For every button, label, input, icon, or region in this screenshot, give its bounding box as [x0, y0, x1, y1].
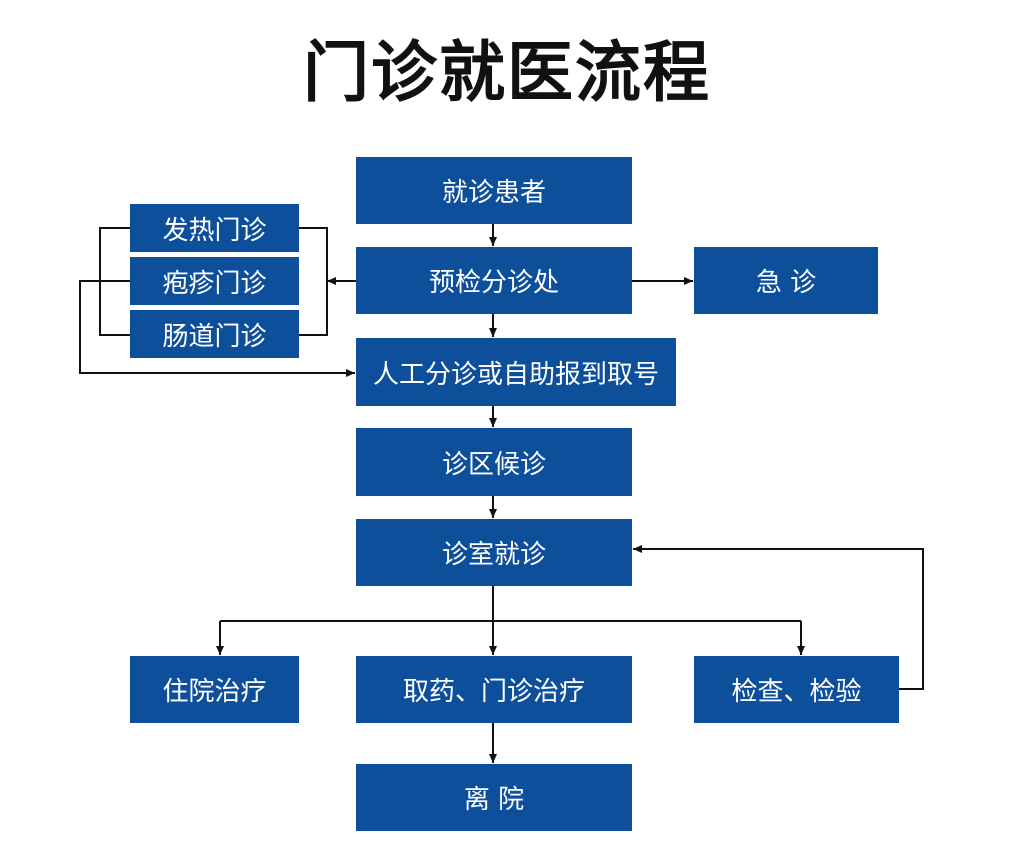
node-medicine: 取药、门诊治疗: [356, 656, 632, 723]
node-waiting: 诊区候诊: [356, 428, 632, 496]
bracket-right-clinics: [299, 227, 328, 336]
node-consult: 诊室就诊: [356, 519, 632, 586]
arrow-rash-to-register: [79, 280, 355, 377]
node-register: 人工分诊或自助报到取号: [356, 338, 676, 406]
node-inpatient: 住院治疗: [130, 656, 299, 723]
page-title: 门诊就医流程: [303, 34, 711, 111]
node-emergency: 急 诊: [694, 247, 878, 314]
node-patient: 就诊患者: [356, 157, 632, 224]
arrow-exam-to-consult: [633, 545, 924, 690]
node-leave: 离 院: [356, 764, 632, 831]
node-triage: 预检分诊处: [356, 247, 632, 314]
node-fever-clinic: 发热门诊: [130, 204, 299, 252]
node-intestinal-clinic: 肠道门诊: [130, 310, 299, 358]
node-exam: 检查、检验: [694, 656, 899, 723]
node-rash-clinic: 疱疹门诊: [130, 257, 299, 305]
